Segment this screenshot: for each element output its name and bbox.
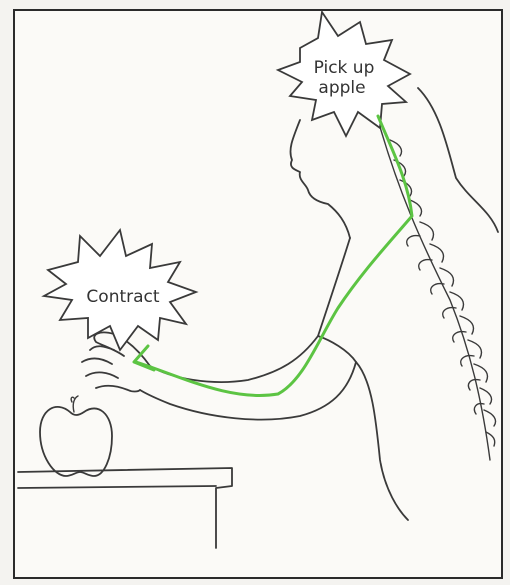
brain-label-line1: Pick up bbox=[314, 58, 375, 78]
hand-label: Contract bbox=[86, 287, 159, 307]
brain-label-line2: apple bbox=[318, 78, 365, 98]
